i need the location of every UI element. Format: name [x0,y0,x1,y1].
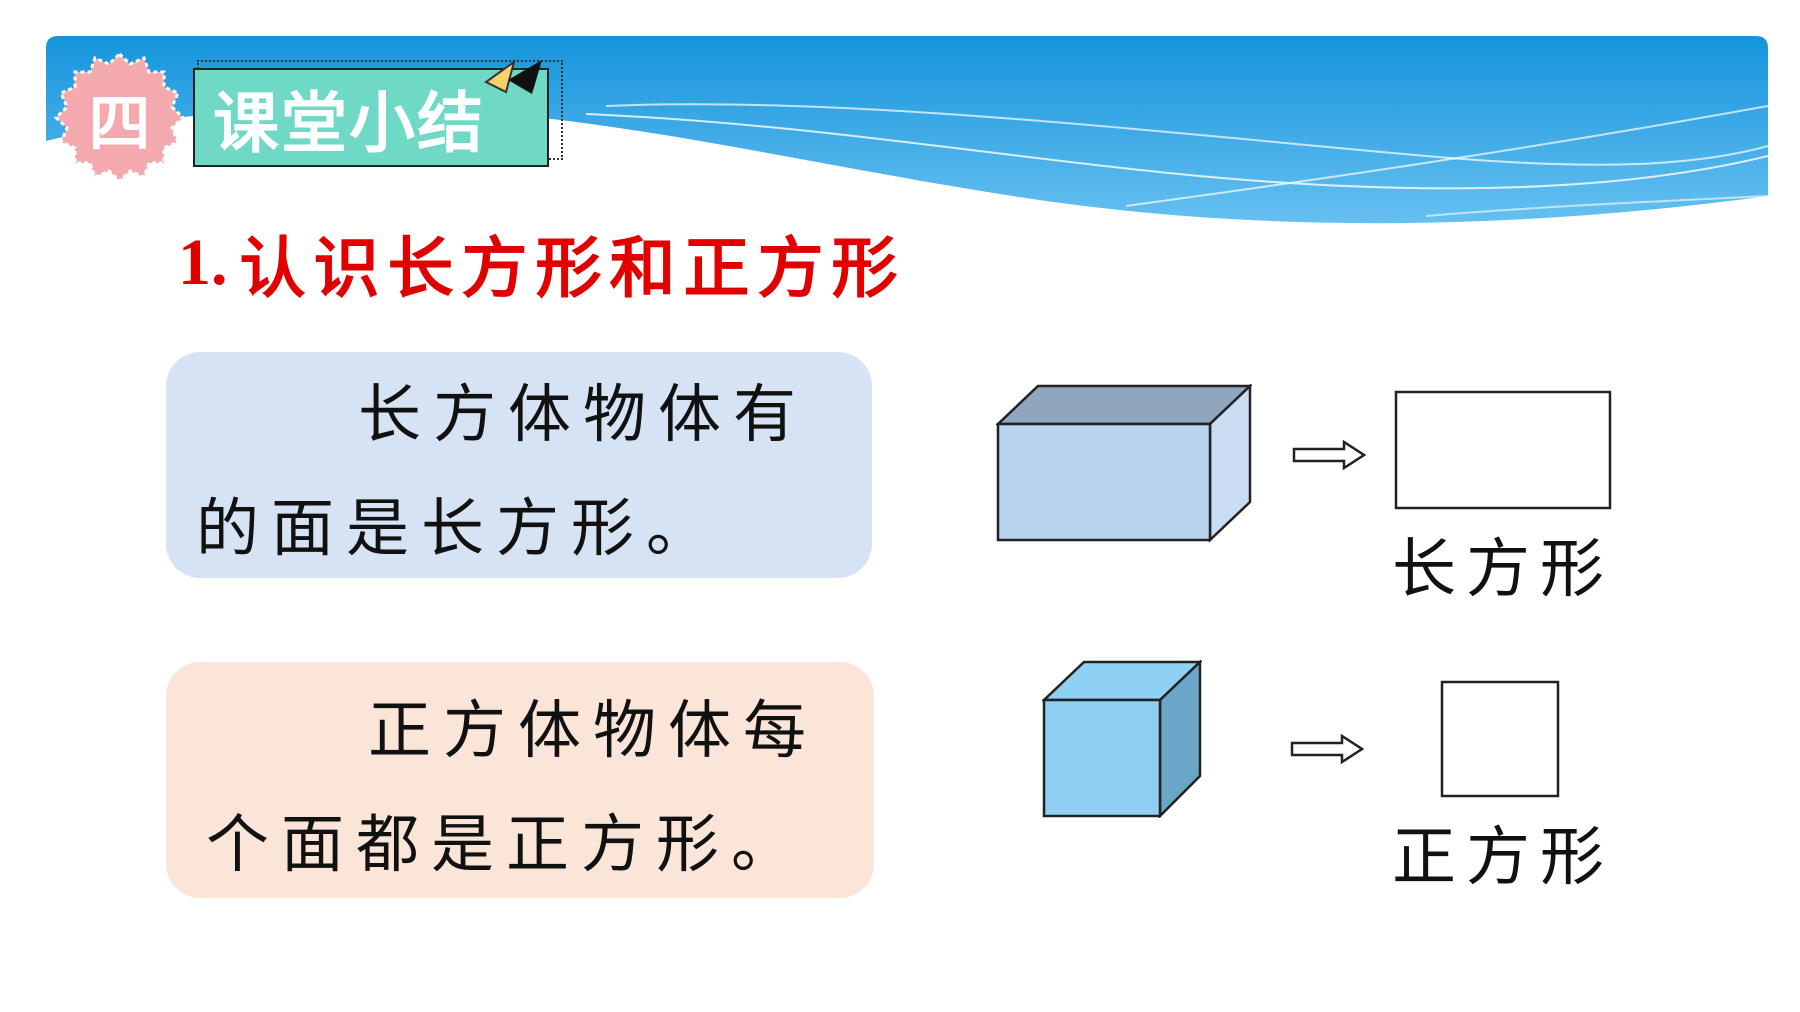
cube-description-card: 正方体物体每 个面都是正方形。 [166,662,874,898]
flag-decoration-icon [484,59,542,94]
arrow-right-icon [1292,440,1366,470]
card-text: 正方体物体每 [368,694,818,767]
card-line: 长方体物体有 [196,358,852,472]
card-line: 正方体物体每 [206,674,854,788]
page-title: 课堂小结 [193,68,549,167]
rectangle-shape [1394,390,1612,510]
square-shape [1440,680,1560,798]
card-line: 的面是长方形。 [196,472,852,586]
cuboid-illustration [996,384,1252,543]
heading-number: 1. [178,226,228,299]
section-heading: 1. 认识长方形和正方形 [178,218,1078,308]
card-text: 长方体物体有 [358,378,808,451]
arrow-right-icon [1290,734,1364,764]
cube-illustration [1042,660,1202,818]
card-line: 个面都是正方形。 [206,788,854,902]
card-text: 个面都是正方形。 [206,808,806,881]
rectangle-label: 长方形 [1392,533,1614,607]
card-text: 的面是长方形。 [196,492,721,565]
section-number: 四 [88,86,151,160]
heading-text: 认识长方形和正方形 [239,229,906,307]
section-badge-icon [53,51,186,184]
cuboid-description-card: 长方体物体有 的面是长方形。 [166,352,872,578]
square-label: 正方形 [1392,821,1614,895]
